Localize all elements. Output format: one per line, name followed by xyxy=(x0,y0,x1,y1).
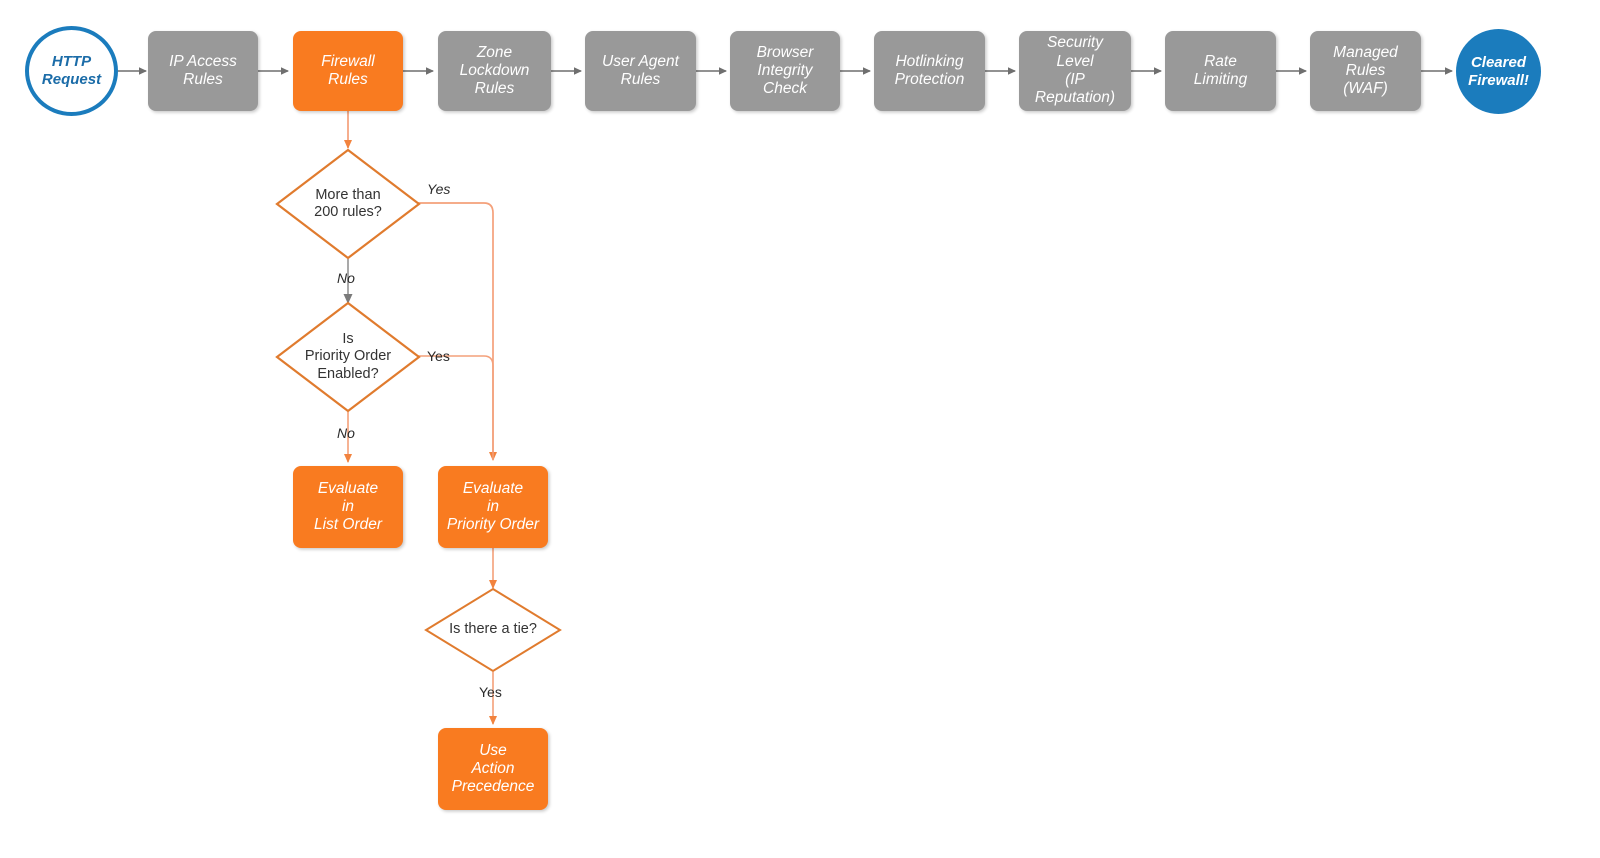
node-evaluate-in-list-order-label: Evaluate in List Order xyxy=(313,479,383,534)
node-browser-integrity-check-label: Browser Integrity Check xyxy=(756,43,814,98)
node-security-level[interactable]: Security Level (IP Reputation) xyxy=(1019,31,1131,111)
decision-is-there-a-tie[interactable]: Is there a tie? xyxy=(424,587,562,673)
node-use-action-precedence-label: Use Action Precedence xyxy=(451,741,535,796)
node-cleared-firewall-label: Cleared Firewall! xyxy=(1468,53,1529,89)
edge-more200-yes-to-priorityorder xyxy=(418,202,497,461)
edge-label-more200-yes: Yes xyxy=(427,181,451,197)
node-hotlinking-protection-label: Hotlinking Protection xyxy=(894,52,965,88)
node-zone-lockdown-rules[interactable]: Zone Lockdown Rules xyxy=(438,31,551,111)
diamond-shape xyxy=(275,148,421,260)
node-http-request-label: HTTP Request xyxy=(41,53,102,88)
node-rate-limiting[interactable]: Rate Limiting xyxy=(1165,31,1276,111)
node-evaluate-in-priority-order-label: Evaluate in Priority Order xyxy=(446,479,540,534)
edge-label-priorityenabled-yes: Yes xyxy=(427,348,450,364)
node-security-level-label: Security Level (IP Reputation) xyxy=(1034,34,1116,107)
decision-is-priority-order-enabled[interactable]: Is Priority Order Enabled? xyxy=(274,300,422,414)
node-firewall-rules-label: Firewall Rules xyxy=(321,52,375,88)
decision-more-than-200-rules[interactable]: More than 200 rules? xyxy=(274,147,422,261)
node-ip-access-rules-label: IP Access Rules xyxy=(169,52,237,88)
node-managed-rules-waf-label: Managed Rules (WAF) xyxy=(1333,43,1398,98)
node-user-agent-rules[interactable]: User Agent Rules xyxy=(585,31,696,111)
node-use-action-precedence[interactable]: Use Action Precedence xyxy=(438,728,548,810)
decision-is-priority-order-enabled-label: Is Priority Order Enabled? xyxy=(304,330,392,382)
node-zone-lockdown-rules-label: Zone Lockdown Rules xyxy=(459,43,530,98)
node-evaluate-in-list-order[interactable]: Evaluate in List Order xyxy=(293,466,403,548)
node-cleared-firewall[interactable]: Cleared Firewall! xyxy=(1456,29,1541,114)
decision-more-than-200-rules-label: More than 200 rules? xyxy=(314,186,382,220)
edge-priorityenabled-yes-to-priorityorder xyxy=(418,355,494,460)
node-user-agent-rules-label: User Agent Rules xyxy=(602,52,679,88)
node-rate-limiting-label: Rate Limiting xyxy=(1193,52,1248,88)
edge-label-more200-no: No xyxy=(337,270,355,286)
node-managed-rules-waf[interactable]: Managed Rules (WAF) xyxy=(1310,31,1421,111)
edge-label-priorityenabled-no: No xyxy=(337,425,355,441)
diamond-shape xyxy=(424,587,562,673)
node-hotlinking-protection[interactable]: Hotlinking Protection xyxy=(874,31,985,111)
node-ip-access-rules[interactable]: IP Access Rules xyxy=(148,31,258,111)
decision-is-there-a-tie-label: Is there a tie? xyxy=(449,621,537,638)
edge-label-tie-yes: Yes xyxy=(479,684,502,700)
node-http-request[interactable]: HTTP Request xyxy=(25,26,118,116)
node-firewall-rules[interactable]: Firewall Rules xyxy=(293,31,403,111)
node-evaluate-in-priority-order[interactable]: Evaluate in Priority Order xyxy=(438,466,548,548)
diamond-shape xyxy=(275,301,421,413)
node-browser-integrity-check[interactable]: Browser Integrity Check xyxy=(730,31,840,111)
